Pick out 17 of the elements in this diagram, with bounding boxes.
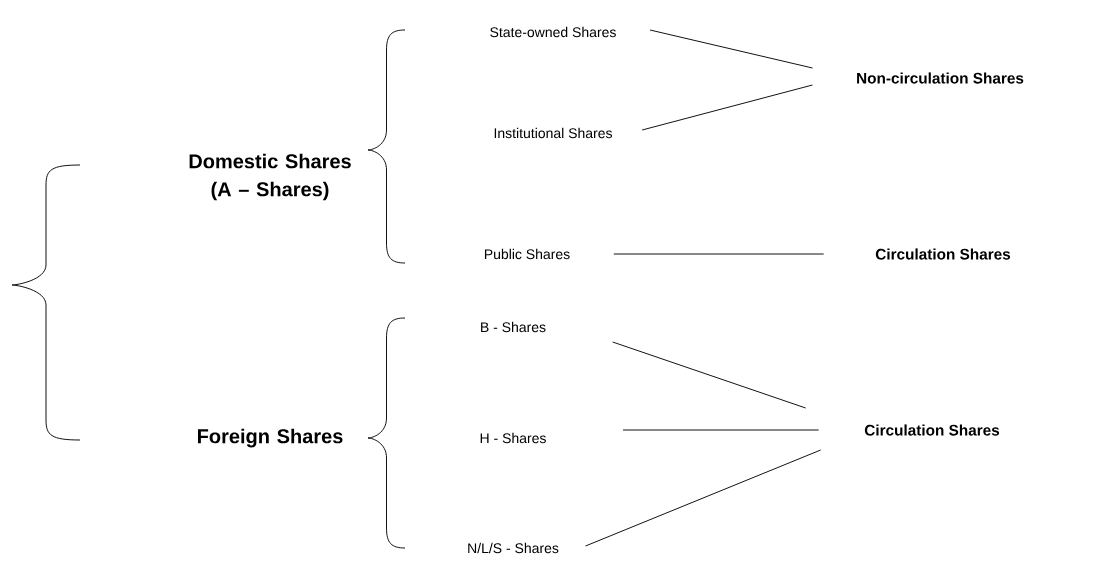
connector-line [641, 84, 813, 131]
connector-line [585, 449, 822, 547]
subcategory-label: Public Shares [484, 248, 570, 260]
subcategory-label: Institutional Shares [494, 127, 612, 139]
subcategory-label: B - Shares [481, 321, 546, 333]
category-label: Domestic Shares (A – Shares) [189, 153, 351, 201]
connector-line [613, 253, 825, 255]
category-label: Foreign Shares [198, 428, 343, 448]
connector-line [622, 429, 820, 431]
connector-line [649, 29, 813, 69]
connector-line [612, 341, 807, 409]
result-label: Non-circulation Shares [857, 72, 1024, 84]
result-label: Circulation Shares [864, 424, 1000, 436]
subcategory-label: H - Shares [480, 432, 546, 444]
result-label: Circulation Shares [875, 248, 1011, 260]
subcategory-label: State-owned Shares [490, 26, 616, 38]
subcategory-label: N/L/S - Shares [468, 542, 559, 554]
